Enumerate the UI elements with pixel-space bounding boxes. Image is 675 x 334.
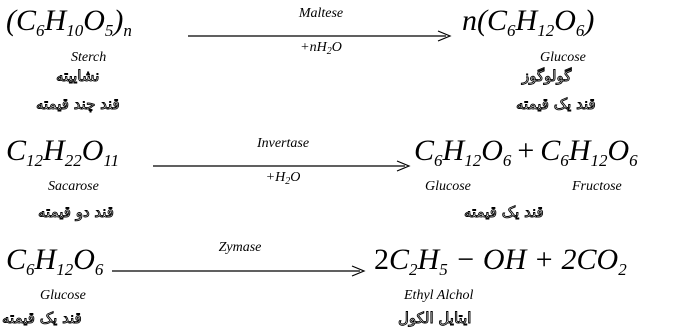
reaction2-reactant-persian: قند دو قیمته xyxy=(38,203,114,222)
reaction1-reactant-formula: (C6H10O5)n xyxy=(6,4,132,40)
reaction1-product-persian-1: گولوگوز xyxy=(522,67,572,86)
reaction2-products-formula: C6H12O6+C6H12O6 xyxy=(414,134,638,170)
reaction2-reactant-formula: C12H22O11 xyxy=(6,134,120,170)
reaction1-reactant-name: Sterch xyxy=(71,50,107,65)
arrow-line xyxy=(112,265,366,277)
reaction3-reactant-formula: C6H12O6 xyxy=(6,243,104,279)
reaction2-product2-name: Fructose xyxy=(572,179,622,194)
reaction1-enzyme-label: Maltese xyxy=(298,6,344,21)
reaction3-product-persian: ایتایل الکول xyxy=(398,309,472,328)
reaction1-reactant-persian-1: نشاییته xyxy=(56,67,100,86)
reaction1-reactant-persian-2: قند چند قیمته xyxy=(36,95,120,114)
reaction1-product-persian-2: قند یک قیمته xyxy=(516,95,596,114)
paren-open: ( xyxy=(6,4,16,37)
reaction3-reactant-persian: قند یک قیمته xyxy=(2,309,82,328)
reaction1-arrow: Maltese +nH2O xyxy=(188,2,454,62)
reaction2-reagent-label: +H2O xyxy=(265,170,301,187)
paren-close: ) xyxy=(113,4,124,37)
reaction2-products-persian: قند یک قیمته xyxy=(464,203,544,222)
arrow-line xyxy=(188,30,452,42)
plus-sign: + xyxy=(517,134,535,167)
reaction2-reactant-name: Sacarose xyxy=(48,179,99,194)
reaction3-arrow: Zymase xyxy=(112,238,368,298)
reaction1-reagent-label: +nH2O xyxy=(300,40,342,57)
reaction1-product-formula: n(C6H12O6) xyxy=(462,4,595,40)
reaction3-reactant-name: Glucose xyxy=(40,288,86,303)
arrow-line xyxy=(153,160,411,172)
reaction3-product-formula: 2C2H5 − OH + 2CO2 xyxy=(374,243,627,279)
reaction2-arrow: Invertase +H2O xyxy=(153,132,413,192)
reaction2-product1-name: Glucose xyxy=(425,179,471,194)
reaction3-product-name: Ethyl Alchol xyxy=(404,288,474,303)
reaction1-product-name: Glucose xyxy=(540,50,586,65)
reaction3-enzyme-label: Zymase xyxy=(218,240,262,255)
reaction2-enzyme-label: Invertase xyxy=(256,136,310,151)
